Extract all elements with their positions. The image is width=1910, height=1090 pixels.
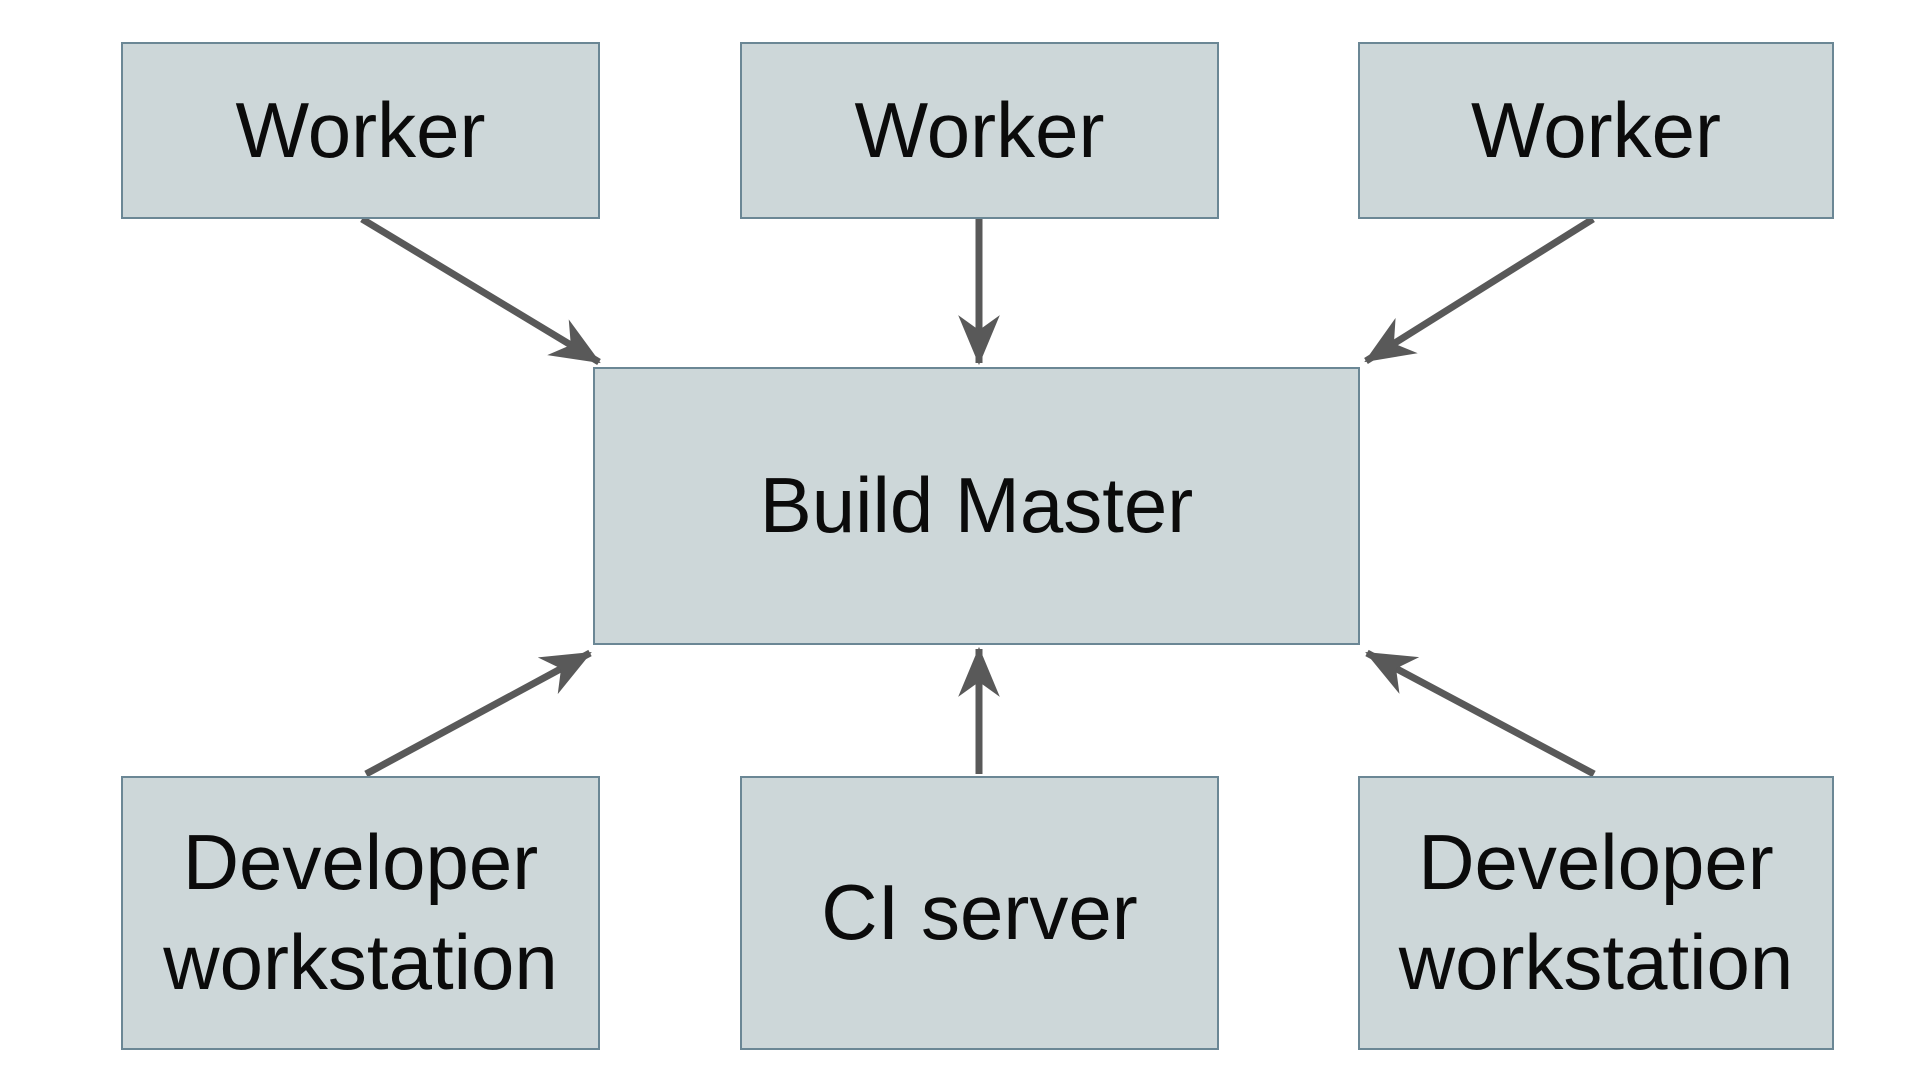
node-build-master: Build Master bbox=[593, 367, 1360, 645]
node-build-master-label: Build Master bbox=[759, 461, 1194, 550]
node-ci-server-label: CI server bbox=[821, 868, 1138, 957]
arrow-dev-workstation1-to-build-master bbox=[364, 649, 592, 778]
arrow-dev-workstation2-to-build-master bbox=[1365, 649, 1596, 778]
node-worker-2: Worker bbox=[740, 42, 1219, 219]
node-developer-workstation-2-label: Developer workstation bbox=[1398, 818, 1794, 1006]
arrow-worker1-to-build-master bbox=[360, 216, 601, 365]
node-worker-3: Worker bbox=[1358, 42, 1834, 219]
node-ci-server: CI server bbox=[740, 776, 1219, 1050]
node-developer-workstation-1: Developer workstation bbox=[121, 776, 600, 1050]
node-worker-2-label: Worker bbox=[854, 85, 1105, 174]
node-developer-workstation-1-label: Developer workstation bbox=[163, 818, 558, 1006]
node-worker-1: Worker bbox=[121, 42, 600, 219]
node-developer-workstation-2: Developer workstation bbox=[1358, 776, 1834, 1050]
arrow-worker3-to-build-master bbox=[1364, 216, 1595, 364]
node-worker-1-label: Worker bbox=[235, 85, 486, 174]
node-worker-3-label: Worker bbox=[1471, 85, 1721, 174]
